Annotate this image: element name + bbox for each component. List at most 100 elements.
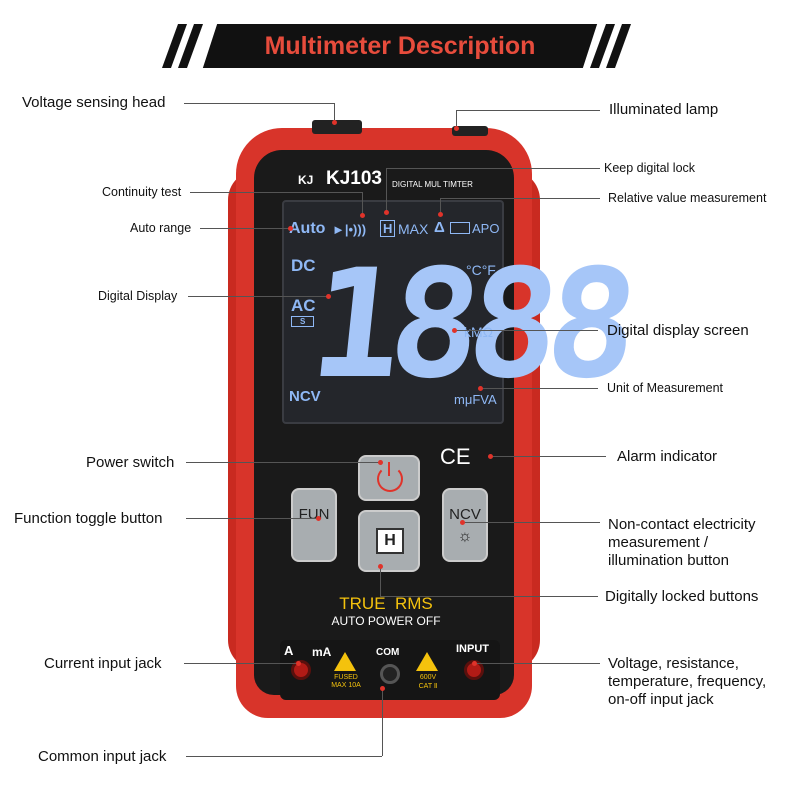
power-icon (377, 466, 403, 492)
lcd-screen (282, 200, 504, 424)
leader-fun (186, 518, 318, 519)
jack-a-label: A (284, 643, 294, 658)
leader-current (184, 663, 298, 664)
screen-ac: AC (291, 296, 316, 315)
leader-display-screen (454, 330, 598, 331)
auto-power-off-label: AUTO POWER OFF (331, 614, 441, 628)
hold-button-label: H (376, 528, 404, 554)
ncv-button-label: NCV (449, 506, 481, 523)
screen-continuity-icon: ►|•))) (332, 222, 367, 237)
alarm-indicator (488, 454, 493, 459)
leader-locked-v (380, 566, 381, 596)
label-ncv-line1: Non-contact electricity (608, 516, 756, 533)
leader-voltage-sensing (184, 103, 334, 104)
leader-continuity-v (362, 192, 363, 216)
label-unit-of-measurement: Unit of Measurement (607, 381, 724, 395)
com-label: COM (376, 647, 400, 658)
power-icon-bar (388, 462, 390, 476)
input-label: INPUT (456, 643, 489, 655)
illuminated-lamp (452, 126, 488, 136)
screen-apo: APO (472, 221, 500, 236)
leader-relative (440, 198, 600, 199)
callout-dot (316, 516, 321, 521)
jack-ma-label: mA (312, 645, 332, 659)
leader-relative-v (440, 198, 441, 214)
leader-digital-display (188, 296, 328, 297)
label-current-input: Current input jack (44, 655, 162, 672)
label-continuity-test: Continuity test (102, 185, 182, 199)
label-digital-display: Digital Display (98, 289, 178, 303)
callout-dot (378, 460, 383, 465)
ce-mark: CE (440, 444, 471, 469)
callout-dot (472, 661, 477, 666)
screen-ohm-unit: kMΩ (464, 324, 494, 340)
voltage-sensing-head (312, 120, 362, 134)
label-voltage-sensing-head: Voltage sensing head (22, 94, 166, 111)
label-voltage-line3: on-off input jack (608, 691, 714, 708)
leader-lamp (456, 110, 600, 111)
screen-dc: DC (291, 256, 316, 275)
leader-ncv (462, 522, 600, 523)
label-function-toggle: Function toggle button (14, 510, 163, 527)
model-subtitle: DIGITAL MUL TIMTER (392, 180, 473, 189)
callout-dot (332, 120, 337, 125)
callout-dot (326, 294, 331, 299)
label-alarm-indicator: Alarm indicator (617, 448, 718, 465)
screen-auto: Auto (289, 220, 326, 237)
callout-dot (452, 328, 457, 333)
brand-logo: KJ (298, 173, 314, 187)
screen-s-indicator: S (291, 316, 315, 327)
cat-label-1: 600V (419, 674, 437, 681)
leader-lamp-v (456, 110, 457, 128)
screen-delta: Δ (434, 219, 445, 236)
light-icon: ☼ (457, 528, 473, 545)
label-voltage-line2: temperature, frequency, (608, 673, 767, 690)
leader-keep-lock (386, 168, 600, 169)
ncv-button[interactable] (442, 488, 488, 562)
leader-alarm (490, 456, 606, 457)
leader-voltage-sensing-v (334, 103, 335, 123)
callout-dot (380, 686, 385, 691)
screen-units-bottom: mμFVA (454, 392, 497, 407)
screen-ncv: NCV (289, 388, 321, 405)
fun-button[interactable] (291, 488, 337, 562)
leader-keep-lock-v (386, 168, 387, 212)
battery-icon (450, 222, 470, 234)
callout-dot (478, 386, 483, 391)
fused-label-1: FUSED (334, 674, 358, 681)
callout-dot (288, 226, 293, 231)
callout-dot (296, 661, 301, 666)
leader-common (186, 756, 382, 757)
label-auto-range: Auto range (130, 221, 192, 235)
leader-auto-range (200, 228, 290, 229)
label-digital-display-screen: Digital display screen (607, 322, 749, 339)
callout-dot (360, 213, 365, 218)
callout-dot (454, 126, 459, 131)
leader-power (186, 462, 380, 463)
label-voltage-line1: Voltage, resistance, (608, 655, 739, 672)
label-power-switch: Power switch (86, 454, 175, 471)
callout-dot (438, 212, 443, 217)
leader-voltage-input (474, 663, 600, 664)
callout-dot (384, 210, 389, 215)
fun-button-label: FUN (298, 506, 330, 523)
leader-unit (480, 388, 598, 389)
screen-hold-icon: H (380, 220, 396, 237)
cat-label-2: CAT Ⅱ (418, 683, 438, 690)
fused-label-2: MAX 10A (331, 682, 361, 689)
leader-continuity (190, 192, 362, 193)
label-relative-value: Relative value measurement (608, 191, 767, 205)
leader-locked (380, 596, 598, 597)
label-illuminated-lamp: Illuminated lamp (609, 101, 719, 118)
label-ncv-line2: measurement / (608, 534, 709, 551)
true-rms-label: TRUE RMS (339, 594, 433, 613)
label-keep-digital-lock: Keep digital lock (604, 161, 696, 175)
callout-dot (460, 520, 465, 525)
warning-icon (334, 652, 356, 671)
callout-dot (378, 564, 383, 569)
model-name: KJ103 (326, 168, 382, 189)
label-ncv-line3: illumination button (608, 552, 729, 569)
common-input-jack[interactable] (380, 664, 400, 684)
page-title: Multimeter Description (264, 32, 536, 60)
label-digitally-locked: Digitally locked buttons (605, 588, 759, 605)
